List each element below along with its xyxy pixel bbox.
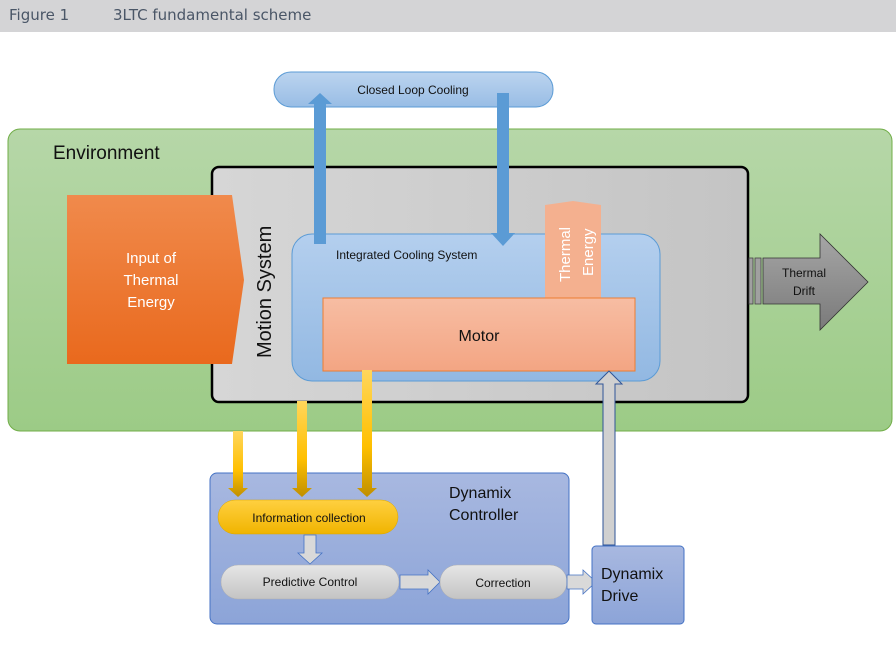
coolant-return-arrow <box>308 93 332 244</box>
information-collection-node: Information collection <box>217 499 399 535</box>
thermal-drift-line-2: Drift <box>793 284 816 298</box>
figure-caption-bar: Figure 1 3LTC fundamental scheme <box>0 0 896 32</box>
predictive-control-node: Predictive Control <box>220 564 400 600</box>
dynamix-drive-line-2: Drive <box>601 588 638 605</box>
control-arrow-drive-to-motor <box>594 370 624 546</box>
input-thermal-energy-line-1: Input of <box>126 250 177 267</box>
input-thermal-energy-line-3: Energy <box>127 294 175 311</box>
sensor-arrow-motion-system <box>292 401 312 497</box>
sensor-arrow-environment <box>228 431 248 497</box>
sensor-arrow-motor <box>357 370 377 497</box>
correction-label: Correction <box>475 576 530 590</box>
thermal-drift-arrow: Thermal Drift <box>748 233 869 331</box>
motor-label: Motor <box>459 328 501 345</box>
flow-arrow-correction-to-drive <box>566 569 597 595</box>
flow-arrow-info-to-predictive <box>296 534 324 565</box>
input-thermal-energy-arrow: Input of Thermal Energy <box>67 195 244 364</box>
closed-loop-cooling-label: Closed Loop Cooling <box>357 83 468 97</box>
closed-loop-cooling-box: Closed Loop Cooling <box>273 71 554 108</box>
coolant-supply-arrow <box>491 93 515 246</box>
thermal-energy-line-2: Energy <box>580 228 597 276</box>
figure-number: Figure 1 <box>9 6 70 24</box>
figure-title: 3LTC fundamental scheme <box>113 6 312 24</box>
motor-box: Motor <box>322 297 636 372</box>
input-thermal-energy-line-2: Thermal <box>123 272 178 289</box>
integrated-cooling-system-label: Integrated Cooling System <box>336 248 477 262</box>
dynamix-drive-line-1: Dynamix <box>601 566 663 583</box>
dynamix-controller-line-2: Controller <box>449 507 519 524</box>
correction-node: Correction <box>439 564 568 600</box>
flow-arrow-predictive-to-correction <box>399 569 441 595</box>
dynamix-controller-box: Dynamix Controller <box>209 472 570 625</box>
thermal-drift-line-1: Thermal <box>782 266 826 280</box>
motion-system-label: Motion System <box>254 226 276 358</box>
dynamix-drive-box: Dynamix Drive <box>591 545 685 625</box>
predictive-control-label: Predictive Control <box>263 575 358 589</box>
information-collection-label: Information collection <box>252 511 365 525</box>
thermal-energy-line-1: Thermal <box>557 227 574 282</box>
environment-label: Environment <box>53 143 160 164</box>
thermal-energy-arrow: Thermal Energy <box>545 201 601 298</box>
dynamix-controller-line-1: Dynamix <box>449 485 511 502</box>
